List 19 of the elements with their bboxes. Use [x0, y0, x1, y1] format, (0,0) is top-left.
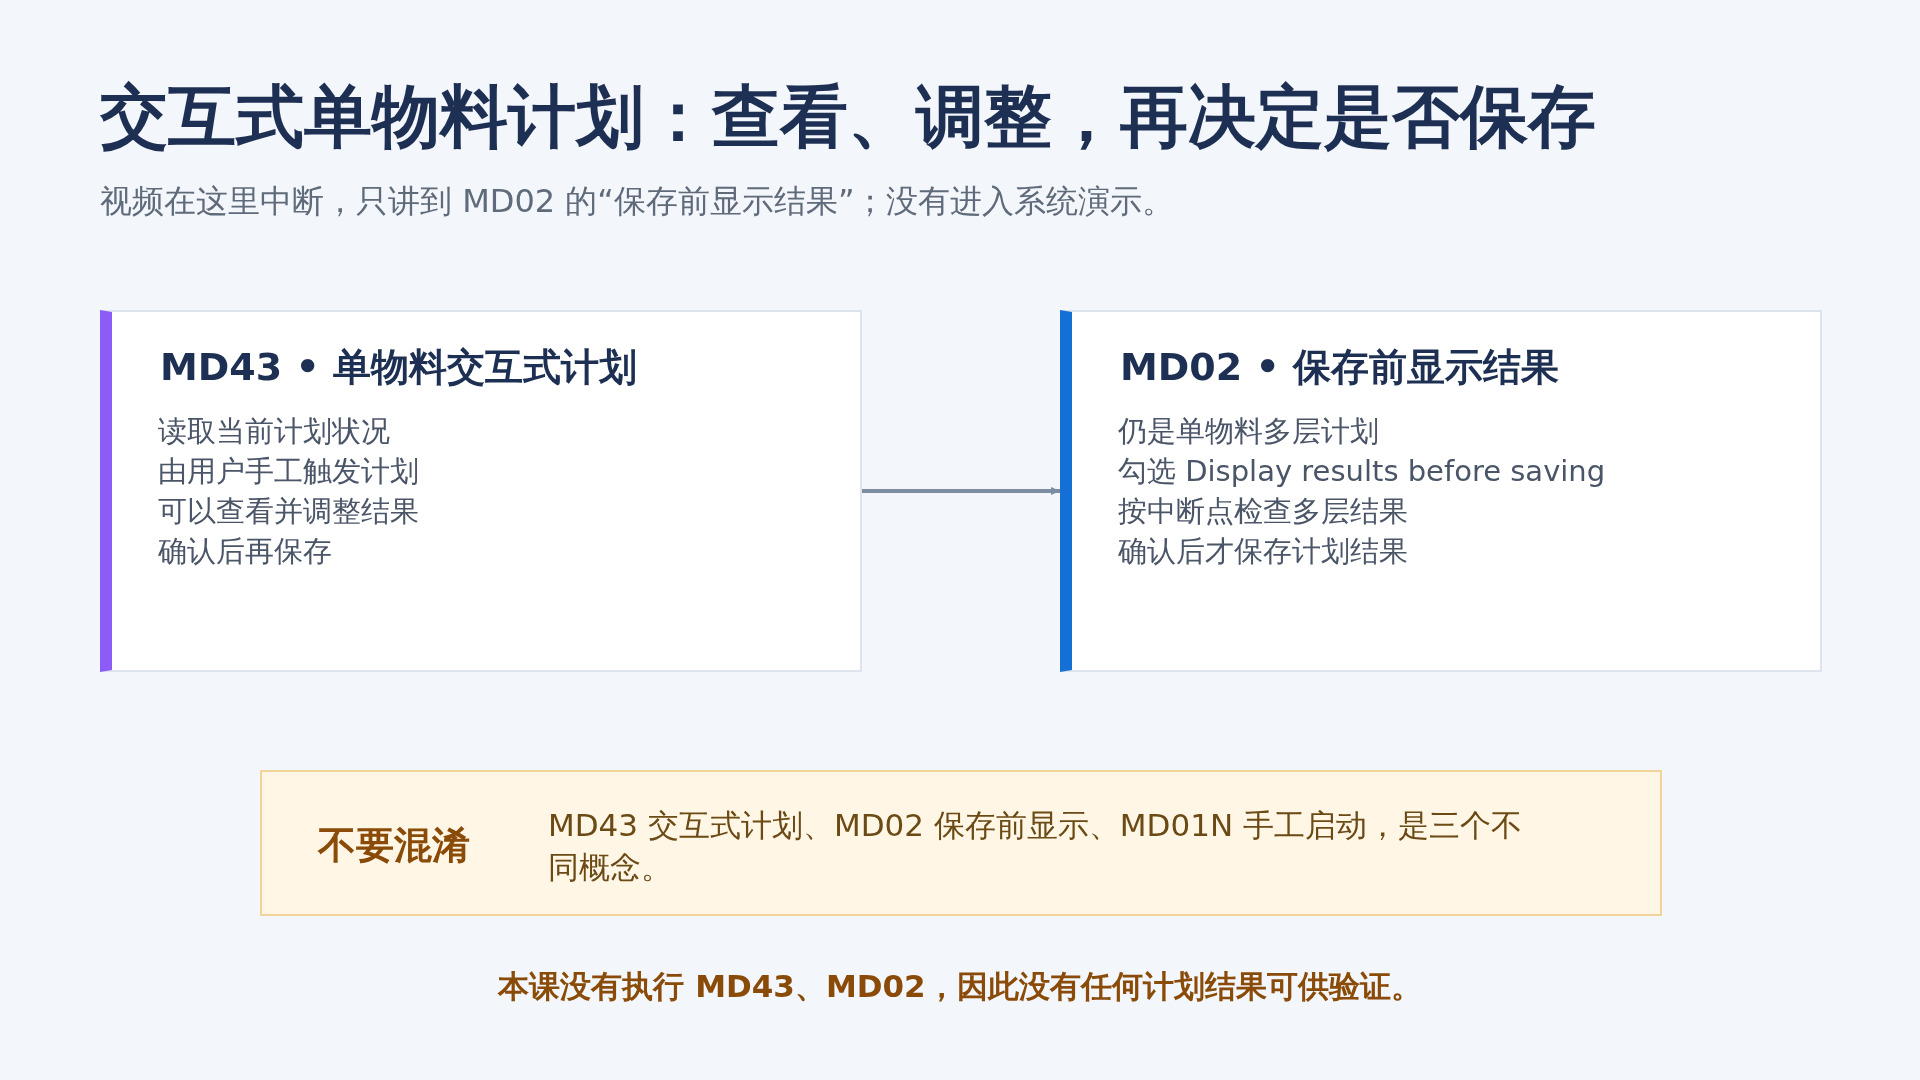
footer-note: 本课没有执行 MD43、MD02，因此没有任何计划结果可供验证。	[496, 967, 1423, 1006]
subtitle: 视频在这里中断，只讲到 MD02 的“保存前显示结果”；没有进入系统演示。	[100, 181, 1175, 222]
info-card	[100, 310, 862, 672]
title: 交互式单物料计划：查看、调整，再决定是否保存	[100, 76, 1596, 158]
warning-box	[260, 770, 1662, 916]
card-heading: MD43 • 单物料交互式计划	[160, 344, 637, 391]
card-heading: MD02 • 保存前显示结果	[1120, 344, 1559, 391]
card-text: 仍是单物料多层计划	[1118, 413, 1379, 450]
card-text: 确认后才保存计划结果	[1118, 533, 1408, 570]
card-text: 由用户手工触发计划	[158, 453, 419, 490]
info-card	[1060, 310, 1822, 672]
card-text: 按中断点检查多层结果	[1118, 493, 1408, 530]
warning-text: MD43 交互式计划、MD02 保存前显示、MD01N 手工启动，是三个不同概念。	[548, 806, 1523, 887]
card-text: 可以查看并调整结果	[158, 493, 419, 530]
card-text: 读取当前计划状况	[158, 413, 390, 450]
card-text: 确认后再保存	[158, 533, 332, 570]
warning-label: 不要混淆	[318, 822, 470, 869]
arrow	[862, 487, 1060, 495]
card-text: 勾选 Display results before saving	[1118, 453, 1606, 490]
